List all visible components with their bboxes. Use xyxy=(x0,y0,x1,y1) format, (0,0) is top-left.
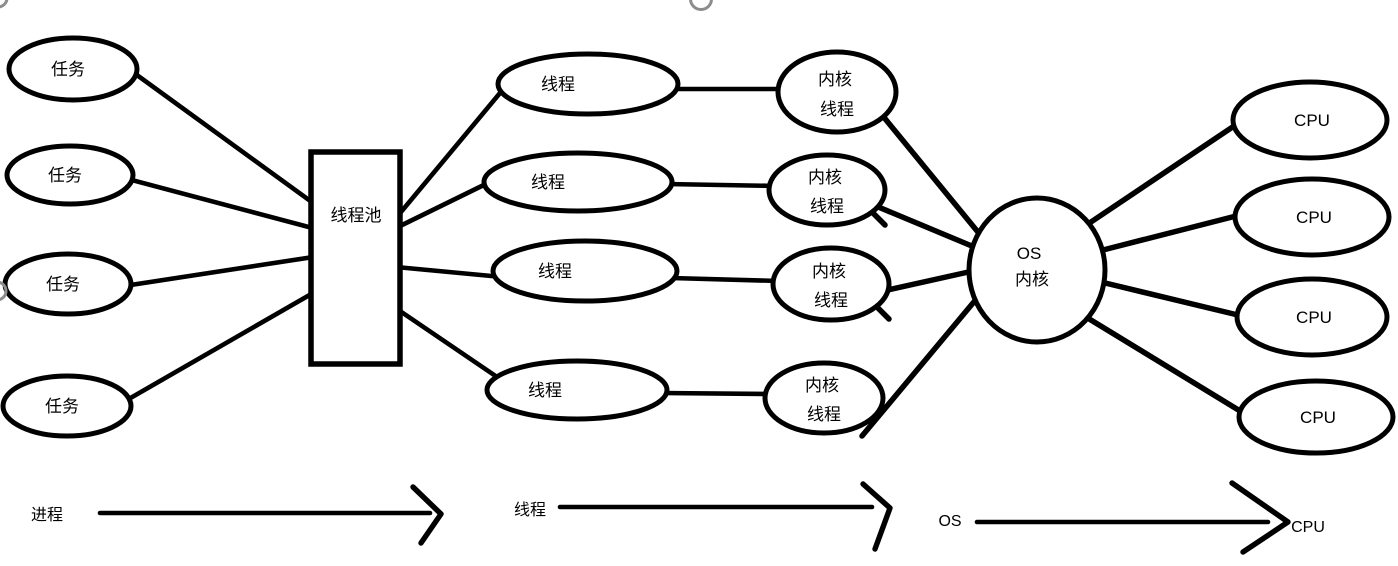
connector-os-cpu4 xyxy=(1083,314,1248,417)
connector-os-cpu1 xyxy=(1085,119,1243,227)
thread-label-3: 线程 xyxy=(538,262,572,281)
cpu-ellipse-2 xyxy=(1232,176,1392,258)
thread-label-2: 线程 xyxy=(531,173,565,192)
legend-thread-arrow-head xyxy=(860,481,893,552)
connector-kernel1-os xyxy=(879,112,985,240)
thread-label-1: 线程 xyxy=(541,75,575,94)
connector-thread3-kernel3 xyxy=(668,275,783,284)
connector-task1-pool xyxy=(127,67,323,211)
connector-pool-thread4 xyxy=(394,306,503,382)
task-label-4: 任务 xyxy=(45,397,79,416)
task-label-1: 任务 xyxy=(51,60,85,79)
legend-os-label: OS xyxy=(938,513,961,530)
kernel-thread-ellipse-1 xyxy=(775,49,899,135)
kernel-thread-label-4a: 内核 xyxy=(805,376,839,395)
os-kernel-label-line1: OS xyxy=(1017,244,1042,263)
thread-pool-label: 线程池 xyxy=(331,206,382,225)
legend-cpu-label: CPU xyxy=(1291,519,1325,536)
kernel-thread-label-1b: 线程 xyxy=(820,100,854,119)
cpu-ellipse-3 xyxy=(1234,276,1390,358)
connector-thread4-kernel4 xyxy=(658,390,775,397)
cpu-label-4: CPU xyxy=(1300,408,1336,427)
task-label-2: 任务 xyxy=(48,166,82,185)
page-text-fragment-corner xyxy=(0,0,9,9)
legend-thread-label: 线程 xyxy=(514,501,546,519)
thread-ellipse-4 xyxy=(484,358,670,422)
connector-os-cpu3 xyxy=(1098,279,1245,319)
cpu-label-2: CPU xyxy=(1296,208,1332,227)
cpu-ellipse-4 xyxy=(1236,378,1396,456)
kernel-thread-label-2a: 内核 xyxy=(808,168,842,187)
thread-ellipse-1 xyxy=(495,51,681,117)
cpu-label-1: CPU xyxy=(1294,111,1330,130)
connector-kernel4-os xyxy=(859,294,981,439)
thread-ellipse-2 xyxy=(481,150,675,214)
connector-task4-pool xyxy=(124,286,323,403)
legend-os-arrow-head xyxy=(1229,480,1291,555)
connector-pool-thread2 xyxy=(393,177,497,231)
page-text-fragment-top xyxy=(689,0,713,11)
thread-ellipse-3 xyxy=(490,238,680,304)
kernel-thread-label-3a: 内核 xyxy=(812,262,846,281)
connector-os-cpu2 xyxy=(1100,212,1243,253)
os-kernel-label-line2: 内核 xyxy=(1015,270,1049,289)
connector-task3-pool xyxy=(121,253,323,289)
legend-process-label: 进程 xyxy=(31,506,63,524)
cpu-label-3: CPU xyxy=(1296,308,1332,327)
kernel-thread-label-2b: 线程 xyxy=(810,197,844,216)
kernel-thread-label-3b: 线程 xyxy=(814,291,848,310)
legend-process-arrow-head xyxy=(410,484,444,546)
thread-label-4: 线程 xyxy=(528,381,562,400)
task-ellipse-4 xyxy=(0,373,134,439)
task-ellipse-2 xyxy=(4,143,136,207)
kernel-thread-ellipse-4 xyxy=(762,360,886,436)
connector-pool-thread1 xyxy=(393,84,508,221)
page-text-fragment-left xyxy=(0,280,8,302)
thread-pool-rect xyxy=(308,149,403,367)
connector-thread2-kernel2 xyxy=(663,181,780,189)
os-kernel-circle xyxy=(966,195,1108,345)
connector-pool-thread3 xyxy=(393,264,505,280)
task-ellipse-1 xyxy=(6,35,140,103)
cpu-ellipse-1 xyxy=(1230,79,1390,161)
task-ellipse-3 xyxy=(2,251,134,317)
connector-task2-pool xyxy=(121,175,323,233)
kernel-thread-label-4b: 线程 xyxy=(807,405,841,424)
kernel-thread-ellipse-3 xyxy=(770,245,892,323)
kernel-thread-ellipse-2 xyxy=(766,152,888,228)
task-label-3: 任务 xyxy=(46,275,80,294)
kernel-thread-label-1a: 内核 xyxy=(818,70,852,89)
